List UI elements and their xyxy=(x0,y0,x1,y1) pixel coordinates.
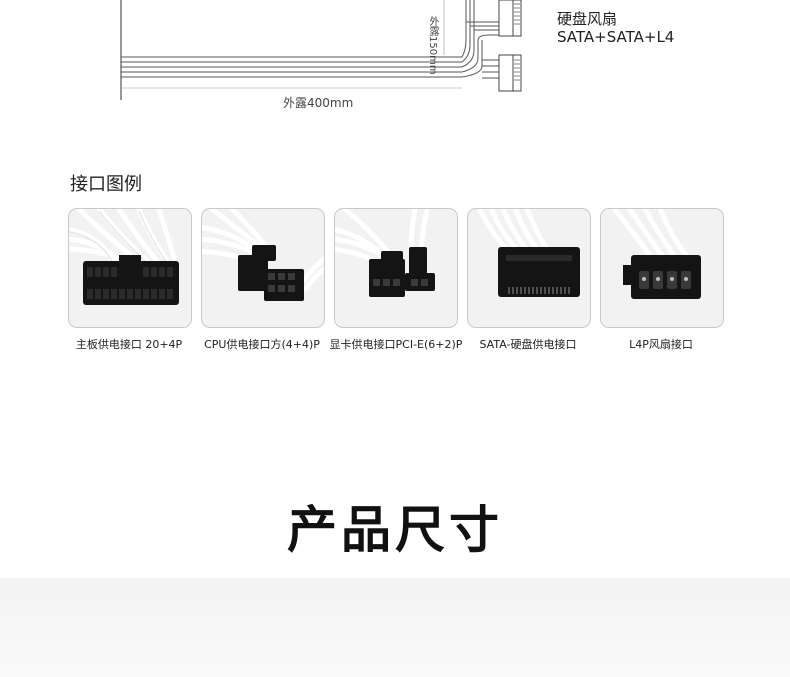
legend-card-molex xyxy=(600,208,724,328)
caption-atx: 主板供电接口 20+4P xyxy=(75,338,183,351)
fan-connector-title: 硬盘风扇 xyxy=(557,10,618,28)
cpu-8pin-connector-icon xyxy=(202,209,324,301)
pcie-8pin-connector-icon xyxy=(335,209,435,297)
legend-card-cpu xyxy=(201,208,325,328)
caption-pcie: 显卡供电接口PCI-E(6+2)P xyxy=(329,338,463,351)
caption-sata: SATA-硬盘供电接口 xyxy=(479,338,577,351)
legend-card-atx xyxy=(68,208,192,328)
molex-4pin-connector-icon xyxy=(611,209,701,299)
sata-connector-icon xyxy=(477,209,580,297)
branch-length-label: 外露150mm xyxy=(427,16,438,75)
product-dimensions-title: 产品尺寸 xyxy=(287,501,503,559)
cable-diagram: 硬盘风扇 SATA+SATA+L4 外露400mm 外露150mm xyxy=(0,0,790,130)
cable-drawing xyxy=(120,0,522,100)
fan-connector-spec: SATA+SATA+L4 xyxy=(557,28,675,46)
main-length-label: 外露400mm xyxy=(283,96,354,110)
legend-card-sata xyxy=(467,208,591,328)
caption-cpu: CPU供电接口方(4+4)P xyxy=(204,338,320,351)
legend-card-pcie xyxy=(334,208,458,328)
atx-24pin-connector-icon xyxy=(69,209,179,305)
legend-title: 接口图例 xyxy=(70,174,142,195)
caption-molex: L4P风扇接口 xyxy=(629,338,693,351)
bottom-band xyxy=(0,578,790,677)
